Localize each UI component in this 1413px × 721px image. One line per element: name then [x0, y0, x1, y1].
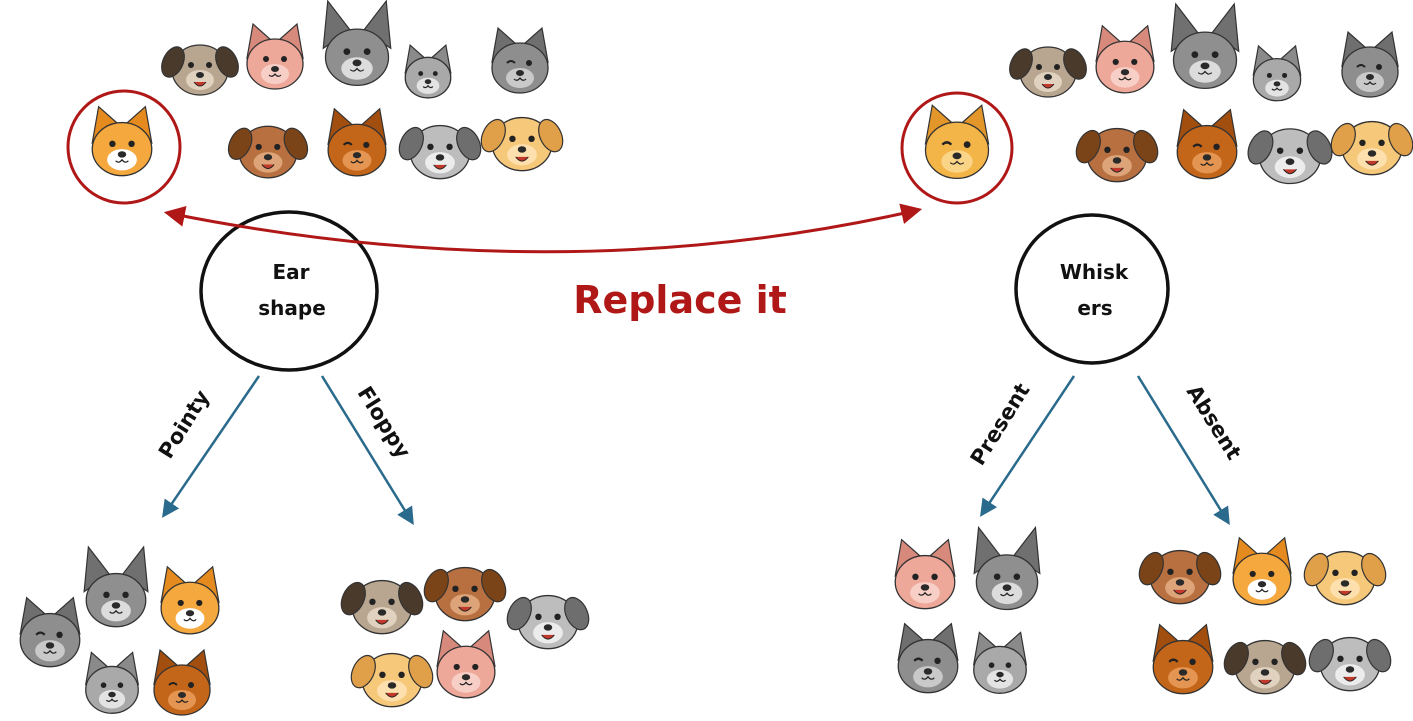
cat-gray-small-icon	[84, 651, 140, 714]
present-leaf-animals	[894, 525, 1041, 694]
cat-gray-wolf-icon	[83, 545, 149, 628]
dog-brown-icon	[1138, 549, 1222, 605]
dog-gray-icon	[1247, 128, 1333, 185]
ear-shape-node	[199, 210, 379, 372]
dog-pug-icon	[1223, 639, 1307, 695]
absent-branch-arrow	[1136, 375, 1230, 525]
dog-pug-icon	[340, 579, 424, 635]
cat-orange-yellow-icon	[924, 104, 990, 180]
whiskers-label-line2: ers	[1077, 296, 1112, 320]
cat-gray-small-icon	[1252, 44, 1302, 102]
cat-gray-wink-icon	[19, 596, 81, 668]
pointy-branch-label: Pointy	[154, 386, 215, 463]
present-branch-label: Present	[966, 379, 1035, 470]
ear-shape-label-line2: shape	[258, 296, 326, 320]
cat-orange-brown-icon	[327, 107, 387, 177]
dog-gray-icon	[506, 594, 590, 650]
replace-arrow	[163, 203, 923, 254]
cat-orange-white-icon	[91, 105, 153, 177]
cat-pink-icon	[1095, 24, 1155, 94]
right-root-animals	[1009, 2, 1413, 185]
cat-gray-wink-icon	[1341, 30, 1399, 98]
cat-pink-icon	[894, 538, 956, 610]
dog-brown-icon	[423, 566, 507, 622]
ear-shape-label-line1: Ear	[272, 260, 309, 284]
dog-gray-icon	[1308, 636, 1392, 692]
whiskers-label-line1: Whisk	[1060, 260, 1129, 284]
replace-it-label: Replace it	[573, 278, 787, 322]
dog-pug-icon	[1009, 46, 1087, 98]
dog-pug-icon	[161, 44, 239, 96]
left-replaced-highlight-circle	[66, 89, 182, 205]
cat-pink-icon	[436, 629, 496, 699]
cat-orange-white-icon	[1232, 536, 1292, 606]
cat-pink-icon	[246, 22, 304, 90]
cat-gray-wolf-icon	[322, 0, 392, 87]
cat-orange-white-icon	[160, 565, 220, 635]
dog-brown-icon	[1075, 127, 1159, 183]
dog-yellow-icon	[350, 652, 434, 708]
cat-orange-brown-icon	[1152, 623, 1214, 695]
pointy-leaf-animals	[19, 545, 220, 716]
dog-gray-icon	[398, 124, 482, 180]
absent-branch-label: Absent	[1182, 381, 1246, 464]
cat-gray-small-icon	[404, 43, 452, 99]
dog-yellow-icon	[1303, 550, 1387, 606]
cat-gray-wink-icon	[491, 26, 549, 94]
dog-yellow-icon	[1330, 120, 1413, 176]
floppy-branch-label: Floppy	[353, 382, 416, 463]
cat-orange-brown-icon	[153, 648, 211, 716]
pointy-branch-arrow	[162, 375, 261, 518]
right-replaced-highlight-circle	[900, 91, 1014, 205]
whiskers-node	[1014, 213, 1170, 365]
cat-gray-small-icon	[972, 631, 1028, 694]
absent-leaf-animals	[1138, 536, 1392, 695]
cat-gray-wink-icon	[897, 622, 959, 694]
dog-brown-icon	[227, 125, 309, 179]
left-root-animals	[161, 0, 564, 180]
floppy-branch-arrow	[320, 375, 414, 525]
cat-orange-brown-icon	[1176, 108, 1238, 180]
cat-gray-wolf-icon	[973, 525, 1041, 611]
floppy-leaf-animals	[340, 566, 590, 708]
cat-gray-wolf-icon	[1170, 2, 1240, 90]
present-branch-arrow	[980, 375, 1076, 517]
dog-yellow-icon	[480, 116, 564, 172]
